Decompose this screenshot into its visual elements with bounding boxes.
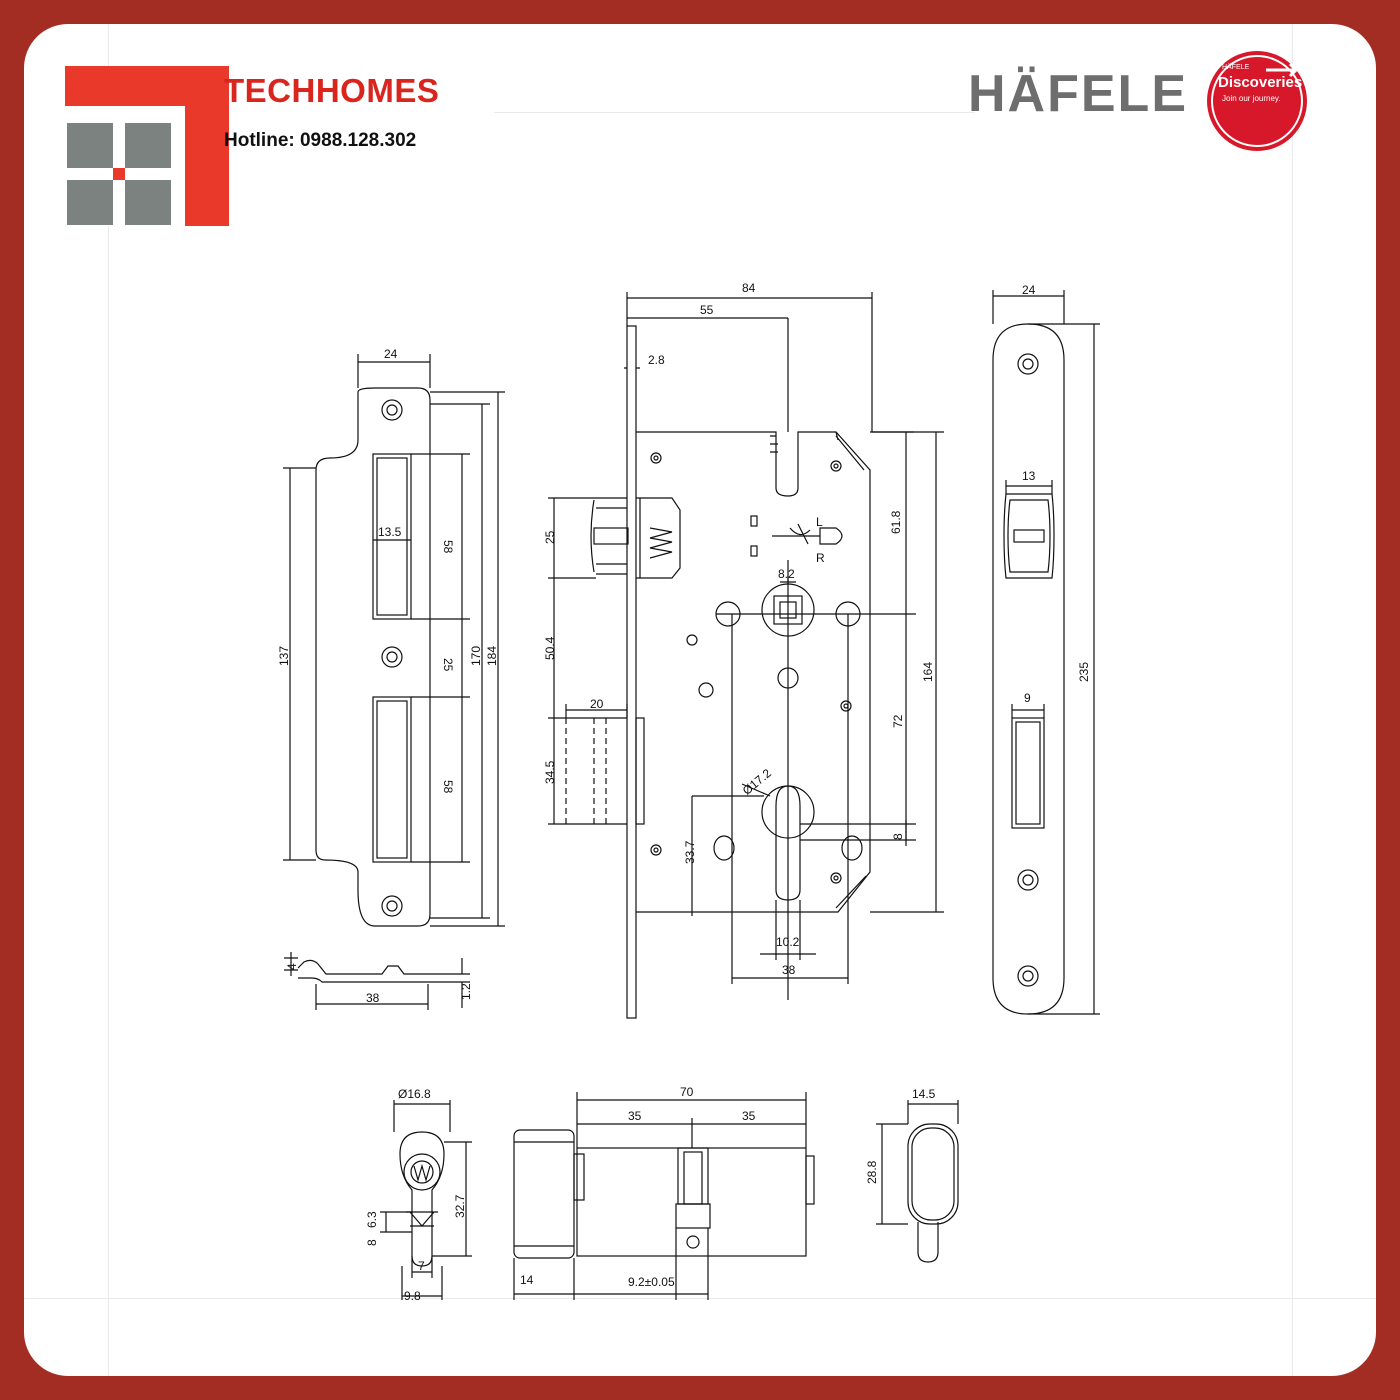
dim-label: Ø16.8 <box>398 1087 431 1101</box>
dim-label: 235 <box>1077 662 1091 682</box>
product-card <box>24 24 1376 1376</box>
dim-label: L <box>816 515 823 529</box>
badge-small-text: HÄFELE <box>1222 64 1250 71</box>
hafele-wordmark: HÄFELE <box>968 65 1188 123</box>
dim-label: Ø17.2 <box>740 766 774 798</box>
dim-label: 38 <box>366 991 380 1005</box>
dim-label: 9.8 <box>404 1289 421 1303</box>
dim-label: 8.2 <box>778 567 795 581</box>
dim-label: 35 <box>742 1109 756 1123</box>
discoveries-badge-icon <box>1207 51 1307 151</box>
hotline-text: Hotline: 0988.128.302 <box>224 130 417 151</box>
dim-label: R <box>816 551 825 565</box>
dim-label: 25 <box>543 530 557 544</box>
dim-label: 8 <box>891 833 905 840</box>
lock-body: 84 55 2.8 25 50.4 20 34.5 8.2 61.8 164 7… <box>543 281 944 1019</box>
dim-label: 184 <box>485 646 499 666</box>
dim-label: 170 <box>469 646 483 666</box>
dim-label: 9 <box>1024 691 1031 705</box>
dim-label: 58 <box>441 780 455 794</box>
faceplate: 24 13 9 235 <box>992 283 1100 1015</box>
dim-label: 7 <box>418 1259 425 1273</box>
dim-label: 50.4 <box>543 636 557 660</box>
dim-label: 28.8 <box>865 1160 879 1184</box>
dim-label: 55 <box>700 303 714 317</box>
dim-label: 6.3 <box>365 1211 379 1228</box>
dim-label: 72 <box>891 714 905 728</box>
knob-end: 14.5 28.8 <box>865 1087 959 1263</box>
dim-label: 33.7 <box>683 840 697 864</box>
dim-label: 35 <box>628 1109 642 1123</box>
brand-name: TECHHOMES <box>224 72 440 109</box>
guide-line <box>1292 24 1293 1376</box>
dim-label: 24 <box>1022 283 1036 297</box>
dim-label: 10.2 <box>776 935 800 949</box>
dim-label: 25 <box>441 658 455 672</box>
dim-label: 9.2±0.05 <box>628 1275 675 1289</box>
cylinder-front: Ø16.8 32.7 8 6.3 7 9.8 <box>365 1087 472 1303</box>
dim-label: 34.5 <box>543 760 557 784</box>
dim-label: 13.5 <box>378 525 402 539</box>
dim-label: 164 <box>921 662 935 682</box>
dim-label: 137 <box>277 646 291 666</box>
guide-line <box>24 1298 1376 1299</box>
dim-label: 20 <box>590 697 604 711</box>
dim-label: 1.2 <box>459 983 473 1000</box>
badge-sub-text: Join our journey. <box>1222 94 1281 103</box>
dim-label: 13 <box>1022 469 1036 483</box>
cylinder-side: 70 35 35 14 9.2±0.05 <box>513 1085 815 1300</box>
guide-line <box>108 24 109 1376</box>
strike-plate: 24 13.5 58 25 58 137 170 184 38 1.2 4 <box>277 347 505 1010</box>
dim-label: 2.8 <box>648 353 665 367</box>
dim-label: 58 <box>441 540 455 554</box>
dim-label: 14 <box>520 1273 534 1287</box>
dim-label: 14.5 <box>912 1087 936 1101</box>
guide-line <box>494 112 974 113</box>
dim-label: 38 <box>782 963 796 977</box>
dim-label: 4 <box>285 963 299 970</box>
dim-label: 32.7 <box>453 1194 467 1218</box>
badge-main-text: Discoveries <box>1218 74 1303 91</box>
dim-label: 70 <box>680 1085 694 1099</box>
dim-label: 61.8 <box>889 510 903 534</box>
dim-label: 8 <box>365 1239 379 1246</box>
dim-label: 84 <box>742 281 756 295</box>
dim-label: 24 <box>384 347 398 361</box>
